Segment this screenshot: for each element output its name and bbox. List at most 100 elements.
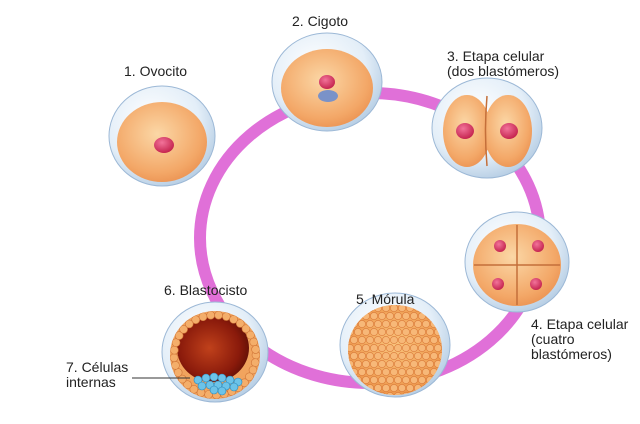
cell-dot — [348, 392, 354, 395]
cell-dot — [250, 358, 260, 367]
cell-dot — [378, 360, 386, 368]
cell-dot — [386, 392, 394, 395]
cell-dot — [422, 336, 430, 344]
cell-dot — [398, 336, 406, 344]
cell-dot — [406, 368, 414, 376]
inner-cell-mass — [193, 372, 243, 396]
cell-dot — [394, 392, 402, 395]
cell-dot — [382, 352, 390, 360]
cell-dot — [248, 365, 258, 375]
cell-dot — [406, 352, 414, 360]
pronucleus-icon — [319, 75, 335, 89]
cell-dot — [382, 368, 390, 376]
cell-dot — [348, 336, 350, 344]
cell-dot — [422, 320, 430, 328]
cell-dot — [378, 328, 386, 336]
cell-dot — [426, 392, 434, 395]
cell-dot — [354, 392, 362, 395]
cell-dot — [394, 344, 402, 352]
cell-dot — [251, 345, 260, 354]
cell-dot — [350, 352, 358, 360]
cell-dot — [394, 376, 402, 384]
cell-dot — [390, 368, 398, 376]
cell-dot — [398, 352, 406, 360]
cell-dot — [374, 320, 382, 328]
stage-label-cuatro-blastomeros: 4. Etapa celular (cuatro blastómeros) — [531, 316, 629, 362]
nucleus-icon — [530, 278, 542, 290]
cell-dot — [197, 381, 207, 391]
cell-dot — [390, 352, 398, 360]
cell-dot — [418, 344, 426, 352]
cell-dot — [386, 312, 394, 320]
cell-dot — [348, 305, 350, 312]
cell-dot — [418, 376, 426, 384]
cell-dot — [406, 320, 414, 328]
cell-dot — [366, 336, 374, 344]
cell-dot — [378, 376, 386, 384]
cell-dot — [426, 360, 434, 368]
cell-dot — [406, 336, 414, 344]
cell-dot — [362, 392, 370, 395]
cell-dot — [177, 374, 187, 384]
cell-dot — [193, 375, 203, 385]
cell-dot — [354, 328, 362, 336]
cell-dot — [398, 384, 406, 392]
cell-dot — [209, 385, 219, 395]
cell-dot — [354, 360, 362, 368]
cell-dot — [378, 312, 386, 320]
cell-dot — [374, 368, 382, 376]
cell-dot — [386, 376, 394, 384]
cell-dot — [410, 344, 418, 352]
cell-dot — [171, 361, 180, 370]
cell-dot — [173, 368, 183, 377]
cell-dot — [438, 384, 442, 392]
stage-label-ovocito: 1. Ovocito — [124, 63, 188, 79]
cell-dot — [179, 324, 188, 334]
cell-dot — [206, 311, 216, 320]
ovocito-cell — [108, 85, 216, 187]
cell-dot — [390, 336, 398, 344]
two-cell-stage — [431, 77, 543, 179]
cell-dot — [430, 336, 438, 344]
cell-dot — [370, 312, 378, 320]
cell-dot — [201, 373, 211, 383]
cell-dot — [402, 376, 410, 384]
cell-dot — [348, 344, 354, 352]
cell-dot — [382, 384, 390, 392]
cell-dot — [358, 368, 366, 376]
cell-dot — [374, 336, 382, 344]
cell-dot — [402, 360, 410, 368]
cell-dot — [241, 324, 251, 334]
cell-dot — [370, 376, 378, 384]
cell-dot — [402, 312, 410, 320]
cell-dot — [402, 328, 410, 336]
cell-dot — [414, 368, 422, 376]
cell-dot — [394, 360, 402, 368]
cell-dot — [198, 312, 208, 322]
cell-dot — [191, 315, 201, 324]
cell-dot — [370, 360, 378, 368]
cell-dot — [249, 337, 259, 347]
cell-dot — [235, 319, 245, 328]
nucleus-icon — [500, 123, 518, 139]
cell-dot — [183, 380, 192, 390]
cell-dot — [382, 320, 390, 328]
stage-label-blastocisto: 6. Blastocisto — [164, 282, 248, 298]
cell-dot — [362, 376, 370, 384]
cell-dot — [374, 384, 382, 392]
stage-label-dos-blastomeros: 3. Etapa celular (dos blastómeros) — [447, 48, 560, 79]
cell-dot — [422, 368, 430, 376]
cell-dot — [370, 328, 378, 336]
cell-dot — [366, 368, 374, 376]
cell-dot — [189, 384, 199, 394]
cell-dot — [418, 360, 426, 368]
stage-label-cigoto: 2. Cigoto — [292, 13, 349, 29]
stage-label-morula: 5. Mórula — [356, 291, 415, 307]
cell-dot — [214, 311, 223, 320]
cell-dot — [184, 319, 194, 329]
cell-dot — [418, 328, 426, 336]
cell-dot — [410, 328, 418, 336]
cell-dot — [406, 384, 414, 392]
cell-dot — [229, 315, 238, 324]
